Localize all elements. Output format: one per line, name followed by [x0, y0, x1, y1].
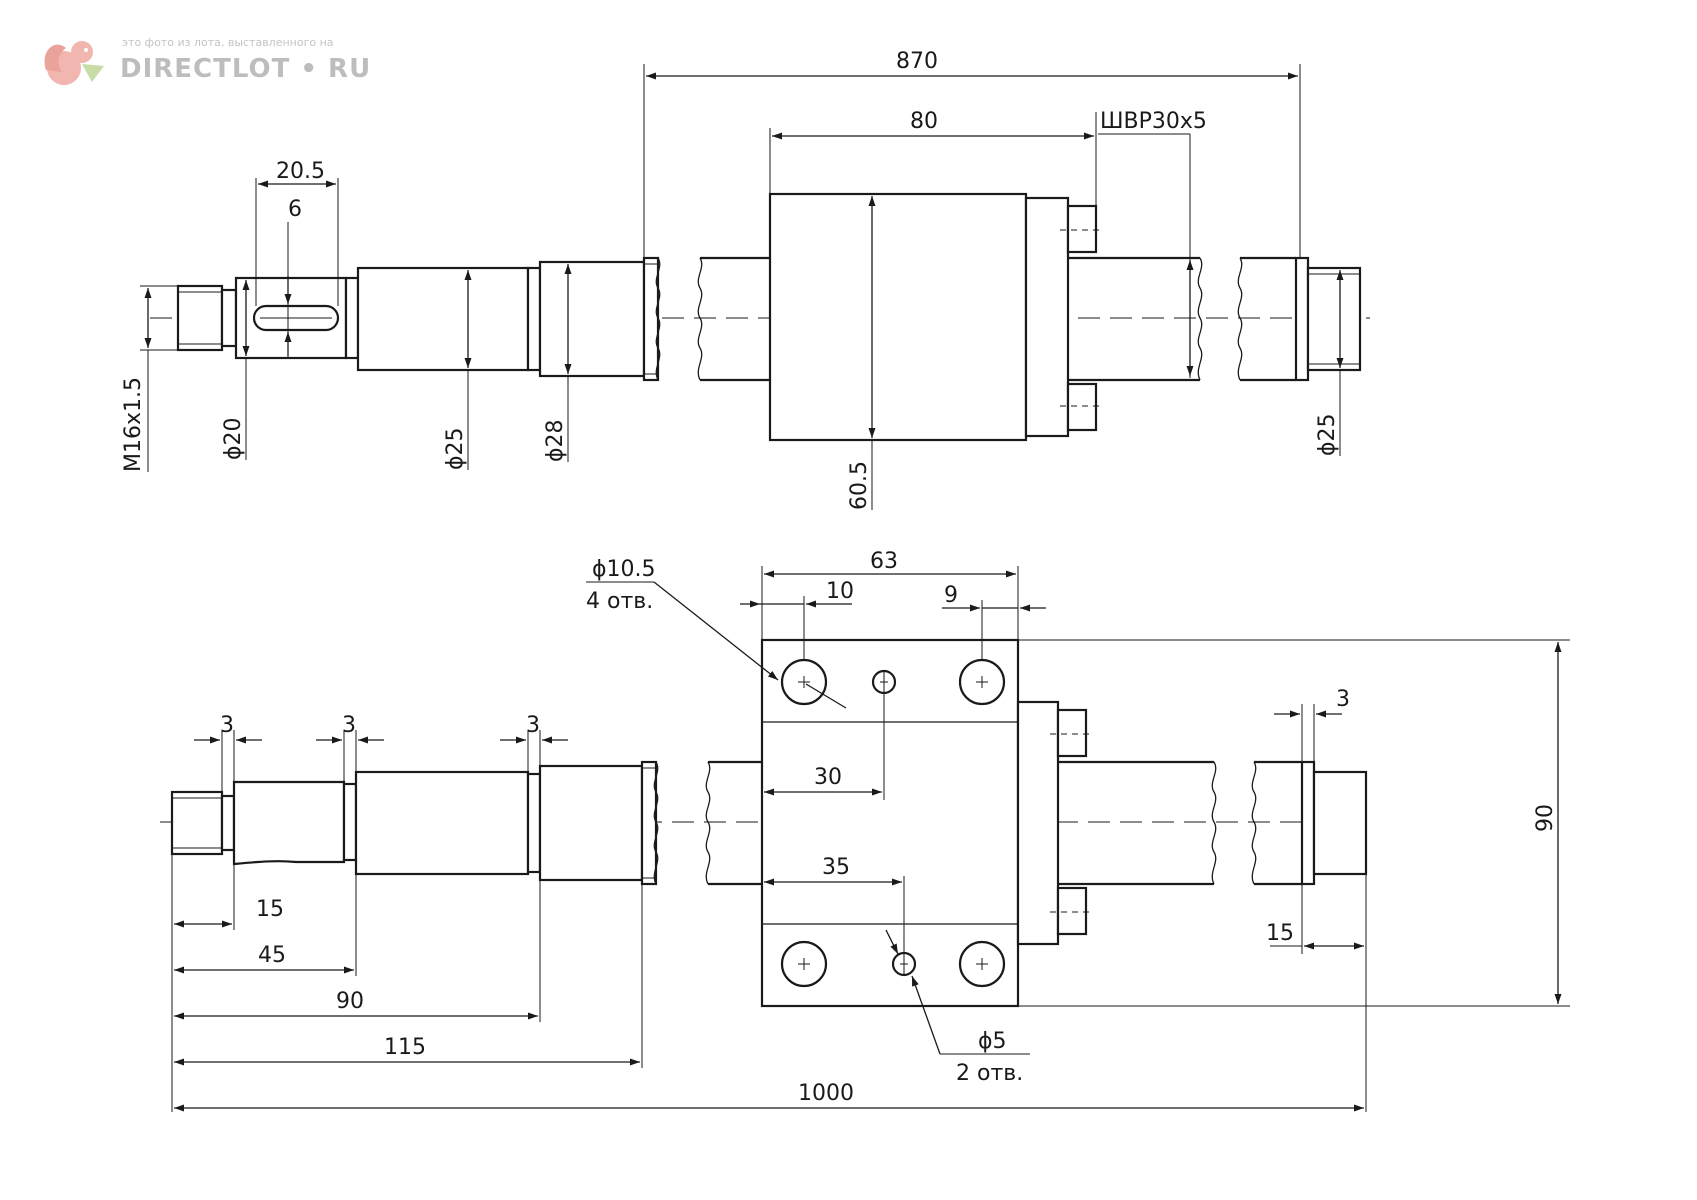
length-label-115: 115	[384, 1035, 426, 1060]
diameter-28-label: ϕ28	[543, 419, 568, 462]
diameter-25-right-label: ϕ25	[1315, 413, 1340, 456]
dim-hole-large: ϕ10.5 4 отв.	[586, 557, 847, 709]
hole-small-count-label: 2 отв.	[956, 1061, 1023, 1086]
diameter-20-label: ϕ20	[221, 417, 246, 460]
top-key-journal	[234, 276, 360, 360]
length-label-45: 45	[258, 943, 286, 968]
diameter-25-label: ϕ25	[443, 427, 468, 470]
dim-chamfer-3: 3	[500, 713, 568, 772]
dim-phi28: ϕ28	[543, 264, 572, 462]
key-length-label: 20.5	[276, 159, 325, 184]
bottom-ball-nut	[760, 638, 1094, 1008]
dim-key-length: 20.5	[255, 159, 339, 306]
chamfer-label-1: 3	[220, 713, 234, 738]
bottom-journal-20	[232, 780, 346, 866]
watermark: это фото из лота, выставленного на DIREC…	[44, 36, 371, 85]
dim-63: 63	[761, 549, 1019, 640]
hole-large-count-label: 4 отв.	[586, 589, 653, 614]
dim-phi20: ϕ20	[221, 280, 250, 460]
height-label: 90	[1533, 804, 1558, 832]
length-label-1000: 1000	[798, 1081, 854, 1106]
dim-chamfer-2: 3	[316, 713, 384, 782]
chamfer-label-4: 3	[1336, 687, 1350, 712]
flange-width-label: 63	[870, 549, 898, 574]
dim-hole-small: ϕ5 2 отв.	[885, 929, 1030, 1086]
length-label-15: 15	[256, 897, 284, 922]
dim-thread: M16x1.5	[121, 285, 178, 472]
nut-length-label: 80	[910, 109, 938, 134]
nut-designation-label: ШВР30х5	[1100, 109, 1207, 134]
dim-80: 80	[769, 109, 1097, 206]
top-journal-25	[356, 266, 530, 372]
length-label-90: 90	[336, 989, 364, 1014]
hole-offset-left-label: 10	[826, 579, 854, 604]
thread-label: M16x1.5	[121, 377, 146, 472]
dim-30: 30	[764, 765, 882, 796]
dim-phi25-right: ϕ25	[1315, 270, 1344, 456]
bottom-journal-25	[354, 770, 530, 876]
dim-phi25-left: ϕ25	[443, 270, 472, 470]
dim-lengths: 15 45 90 115 1000	[171, 854, 1367, 1112]
right-end-length-label: 15	[1266, 921, 1294, 946]
top-screw-left	[642, 256, 661, 382]
bottom-view: ϕ10.5 4 отв. 63 10 9	[160, 549, 1570, 1112]
watermark-caption: это фото из лота, выставленного на	[122, 36, 334, 49]
top-ball-nut	[768, 192, 1104, 442]
small-hole-x2-label: 35	[822, 855, 850, 880]
top-screw-right	[1237, 256, 1362, 382]
dim-35: 35	[764, 855, 902, 886]
small-hole-x1-label: 30	[814, 765, 842, 790]
top-journal-28	[538, 260, 646, 378]
key-width-label: 6	[288, 197, 302, 222]
top-view: M16x1.5 ϕ20 20.5 6 ϕ25	[121, 49, 1370, 510]
bottom-journal-28	[538, 764, 644, 882]
chamfer-label-2: 3	[342, 713, 356, 738]
top-thread-end	[176, 284, 238, 352]
watermark-brand: DIRECTLOT • RU	[120, 54, 371, 84]
bottom-thread-end	[170, 790, 236, 856]
dim-60-5: 60.5	[847, 196, 876, 510]
dim-right-15: 15	[1266, 884, 1364, 954]
dim-90-height: 90	[1018, 639, 1570, 1007]
dim-870: 870	[643, 49, 1301, 258]
dim-chamfer-4: 3	[1274, 687, 1350, 772]
dim-10: 10	[740, 579, 854, 660]
hole-small-diameter-label: ϕ5	[978, 1029, 1007, 1054]
dim-chamfer-1: 3	[194, 713, 262, 796]
bottom-screw-left	[640, 760, 659, 886]
overall-length-label: 870	[896, 49, 938, 74]
chamfer-label-3: 3	[526, 713, 540, 738]
nut-designation: ШВР30х5	[1098, 109, 1207, 378]
nut-diameter-label: 60.5	[847, 461, 872, 510]
hole-large-diameter-label: ϕ10.5	[592, 557, 656, 582]
hole-offset-right-label: 9	[944, 583, 958, 608]
bottom-screw-right	[1251, 760, 1368, 886]
dim-key-width: 6	[284, 197, 302, 358]
squirrel-logo-icon	[44, 41, 104, 85]
dim-9: 9	[942, 583, 1046, 660]
